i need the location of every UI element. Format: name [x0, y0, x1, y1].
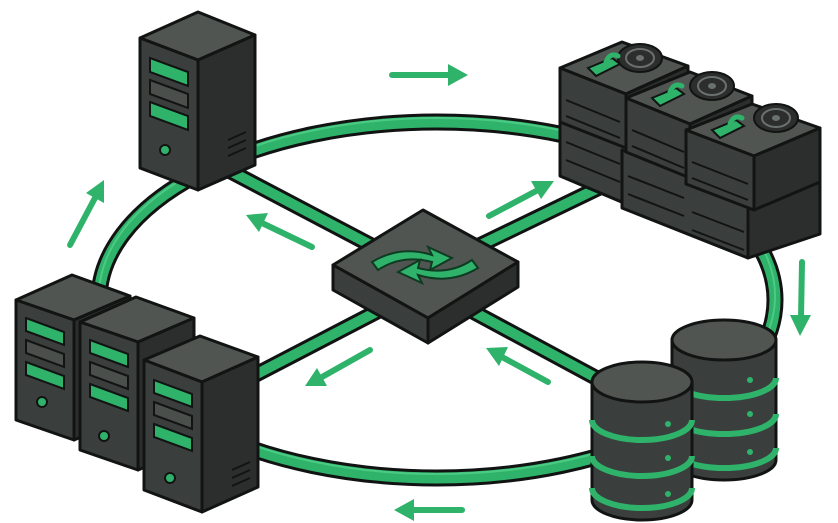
hard-disk-icon [650, 71, 735, 108]
hard-disk-icon [586, 43, 663, 78]
spoke-switch-to-database [462, 302, 608, 388]
arrow-left-icon [394, 499, 465, 521]
spoke-connections [220, 162, 623, 388]
tower-server-top [138, 10, 257, 192]
flow-arrows [67, 64, 811, 521]
server-cluster [14, 273, 260, 514]
arrow-up-icon [67, 180, 104, 248]
central-switch [331, 208, 520, 345]
database-cylinder-front [589, 360, 695, 522]
arrow-down-icon [790, 259, 811, 336]
arrow-up-right-icon [486, 181, 554, 219]
arrow-up-left-icon [246, 213, 315, 250]
spoke-switch-to-disk-array [462, 172, 623, 258]
database-cluster [589, 318, 779, 522]
spoke-switch-to-top-server [220, 162, 388, 258]
disk-unit-3 [684, 102, 822, 212]
database-cylinder-back [669, 318, 779, 482]
arrow-down-left-icon [305, 347, 373, 386]
arrow-up-left-icon [486, 347, 551, 385]
tower-server-front [142, 334, 260, 514]
vent-lines [227, 131, 247, 157]
hard-disk-icon [710, 103, 799, 140]
spoke-switch-to-server-cluster [247, 302, 388, 383]
drive-bay-slots [149, 56, 189, 132]
arrow-right-icon [389, 64, 468, 86]
switch-arrows-icon [370, 244, 480, 286]
power-led-icon [159, 144, 171, 156]
disk-array [558, 40, 822, 260]
